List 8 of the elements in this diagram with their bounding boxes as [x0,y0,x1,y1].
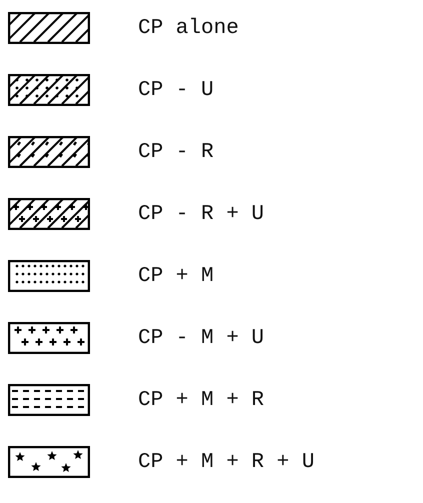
legend-label: CP - U [138,78,214,102]
legend-label: CP - R [138,140,214,164]
legend-label: CP + M [138,264,214,288]
legend-label: CP - R + U [138,202,264,226]
legend-label: CP + M + R [138,388,264,412]
legend-label: CP + M + R + U [138,450,314,474]
legend-label: CP - M + U [138,326,264,350]
legend-label: CP alone [138,16,239,40]
